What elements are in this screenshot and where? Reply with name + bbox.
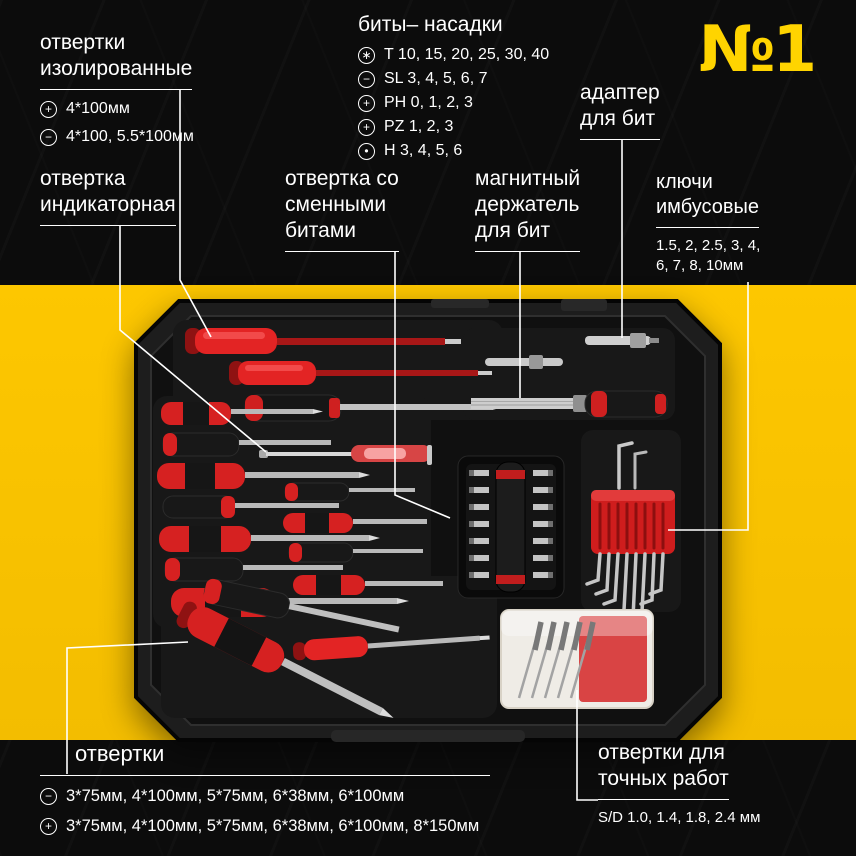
magnetic-title: магнитный держатель для бит: [475, 166, 581, 253]
slot-circle-icon: −: [40, 128, 57, 146]
spec-text: 3*75мм, 4*100мм, 5*75мм, 6*38мм, 6*100мм: [66, 787, 405, 806]
screwdriver: [159, 526, 380, 552]
torx-circle-icon: ∗: [358, 46, 375, 64]
hex-keys-sizes: 1.5, 2, 2.5, 3, 4, 6, 7, 8, 10мм: [656, 236, 761, 275]
spec-row: ∗ T 10, 15, 20, 25, 30, 40: [358, 46, 549, 64]
hex-circle-icon: •: [358, 142, 375, 160]
spec-row: + PH 0, 1, 2, 3: [358, 94, 549, 112]
precision-sizes: S/D 1.0, 1.4, 1.8, 2.4 мм: [598, 809, 761, 827]
bit-adapter: [585, 333, 659, 348]
spec-text: 4*100, 5.5*100мм: [66, 128, 194, 146]
slot-circle-icon: −: [40, 788, 57, 806]
spec-text: 3*75мм, 4*100мм, 5*75мм, 6*38мм, 6*100мм…: [66, 817, 480, 836]
label-precision-screwdrivers: отвертки для точных работ S/D 1.0, 1.4, …: [598, 740, 760, 829]
spec-text: T 10, 15, 20, 25, 30, 40: [384, 46, 550, 64]
spec-row: − 3*75мм, 4*100мм, 5*75мм, 6*38мм, 6*100…: [40, 787, 490, 806]
label-insulated-screwdrivers: отвертки изолированные + 4*100мм − 4*100…: [40, 30, 194, 146]
bits-title: биты– насадки: [358, 13, 503, 36]
interchangeable-title: отвертка со сменными битами: [285, 166, 399, 253]
label-bit-adapter: адаптер для бит: [580, 80, 660, 141]
screwdrivers-title: отвертки: [75, 741, 165, 766]
insulated-title: отвертки изолированные: [40, 30, 193, 91]
screwdriver: [288, 542, 423, 563]
adapter-title: адаптер для бит: [580, 80, 660, 141]
precision-screwdrivers-box: [500, 609, 654, 709]
precision-title: отвертки для точных работ: [598, 740, 729, 801]
spec-row: + 3*75мм, 4*100мм, 5*75мм, 6*38мм, 6*100…: [40, 817, 490, 836]
bit-extension: [485, 355, 563, 369]
underline-rule: [40, 775, 490, 777]
label-indicator-screwdriver: отвертка индикаторная: [40, 166, 176, 227]
screwdriver: [176, 601, 394, 718]
spec-text: H 3, 4, 5, 6: [384, 142, 463, 160]
slot-circle-icon: −: [358, 70, 375, 88]
number-one-logo: №1: [698, 13, 817, 87]
label-interchangeable-bits-screwdriver: отвертка со сменными битами: [285, 166, 399, 253]
screwdriver: [203, 578, 400, 633]
spec-row: − SL 3, 4, 5, 6, 7: [358, 70, 549, 88]
spec-text: SL 3, 4, 5, 6, 7: [384, 70, 488, 88]
screwdriver: [164, 557, 343, 582]
screwdriver: [162, 495, 339, 519]
label-magnetic-bit-holder: магнитный держатель для бит: [475, 166, 581, 253]
label-bits: биты– насадки ∗ T 10, 15, 20, 25, 30, 40…: [358, 12, 549, 160]
spec-row: + PZ 1, 2, 3: [358, 118, 549, 136]
spec-text: PZ 1, 2, 3: [384, 118, 454, 136]
spec-row: + 4*100мм: [40, 100, 194, 118]
screwdriver: [284, 482, 415, 502]
tool-case-photo: [134, 299, 722, 742]
screwdriver: [292, 635, 490, 661]
screwdriver: [293, 575, 443, 595]
screwdriver: [283, 513, 427, 533]
magnetic-bit-holder: [471, 390, 668, 418]
spec-text: PH 0, 1, 2, 3: [384, 94, 473, 112]
indicator-title: отвертка индикаторная: [40, 166, 176, 227]
bit-holder-block: [457, 455, 565, 599]
spec-text: 4*100мм: [66, 100, 130, 118]
screwdriver: [157, 463, 370, 489]
phillips-circle-icon: +: [40, 100, 57, 118]
phillips-circle-icon: +: [40, 818, 57, 836]
spec-row: • H 3, 4, 5, 6: [358, 142, 549, 160]
phillips-circle-icon: +: [358, 94, 375, 112]
hex-keys-title: ключи имбусовые: [656, 170, 759, 228]
spec-row: − 4*100, 5.5*100мм: [40, 128, 194, 146]
label-screwdrivers: отвертки − 3*75мм, 4*100мм, 5*75мм, 6*38…: [40, 740, 490, 836]
label-hex-keys: ключи имбусовые 1.5, 2, 2.5, 3, 4, 6, 7,…: [656, 170, 760, 277]
pozidriv-circle-icon: +: [358, 118, 375, 136]
